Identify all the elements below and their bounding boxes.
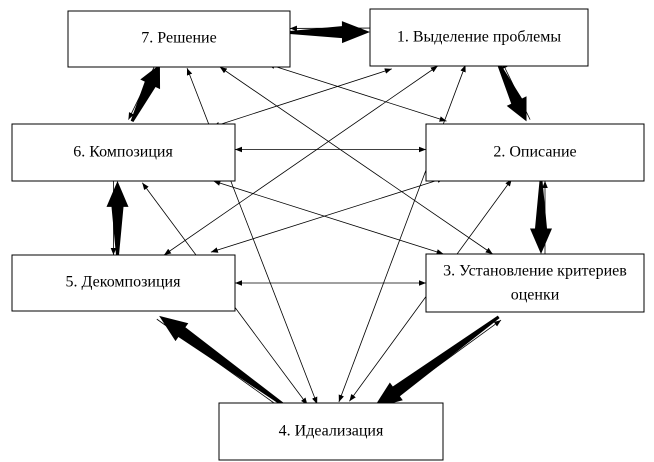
main-flow-n3-n4 — [373, 315, 500, 408]
node-3-criteria: 3. Установление критериев оценки — [425, 253, 645, 313]
node-5-box — [11, 254, 236, 312]
link-layer — [110, 25, 548, 412]
node-1-problem-identification: 1. Выделение проблемы — [369, 8, 589, 67]
node-6-composition: 6. Композиция — [11, 123, 236, 182]
main-flow-n6-n7 — [130, 64, 161, 123]
node-7-solution: 7. Решение — [67, 10, 291, 68]
node-5-decomposition: 5. Декомпозиция — [11, 254, 236, 312]
main-flow-n1-n2 — [496, 62, 527, 122]
node-1-label: 1. Выделение проблемы — [397, 29, 561, 46]
main-flow-n7-n1 — [289, 21, 370, 44]
node-7-label: 7. Решение — [141, 30, 216, 47]
node-2-label: 2. Описание — [493, 144, 576, 161]
link-n1-n6 — [212, 68, 392, 128]
node-4-idealization: 4. Идеализация — [218, 402, 444, 461]
node-2-box — [425, 123, 645, 182]
main-flow-layer — [106, 21, 552, 410]
node-2-description: 2. Описание — [425, 123, 645, 182]
node-3-label-line-1: 3. Установление критериев — [443, 263, 627, 280]
main-flow-n4-n5 — [159, 315, 289, 410]
node-3-label-line-2: оценки — [511, 287, 560, 304]
main-flow-n5-n6 — [106, 181, 129, 255]
main-flow-n2-n3 — [530, 181, 552, 254]
node-layer: 1. Выделение проблемы 2. Описание 3. Уст… — [11, 8, 645, 461]
node-1-box — [369, 8, 589, 67]
node-7-box — [67, 10, 291, 68]
node-6-box — [11, 123, 236, 182]
link-n6-n3 — [213, 180, 444, 255]
node-5-label: 5. Декомпозиция — [66, 274, 182, 291]
node-4-label: 4. Идеализация — [279, 423, 384, 440]
node-4-box — [218, 402, 444, 461]
link-n7-n2 — [267, 63, 447, 122]
node-3-box — [425, 253, 645, 313]
node-6-label: 6. Композиция — [73, 144, 173, 161]
